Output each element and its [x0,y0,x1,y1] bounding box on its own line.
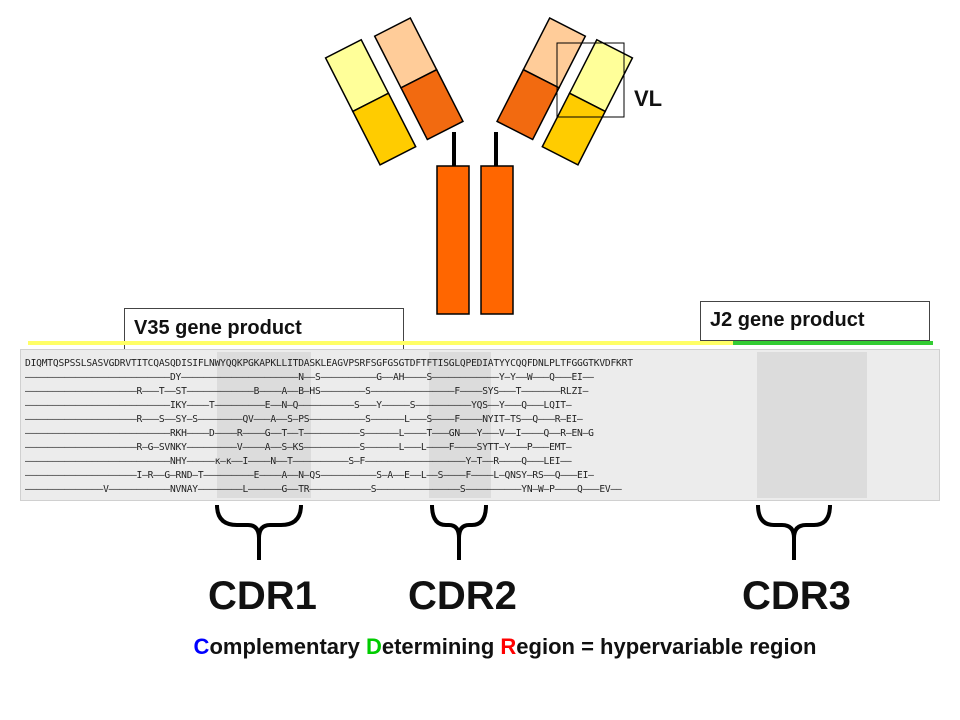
sequence-line: ——————————————————————————DY————————————… [25,372,594,383]
sequence-line: ————————————————————R———S——SY—S————————Q… [25,414,583,425]
cdr2-label: CDR2 [408,574,517,618]
caption: Complementary Determining Region = hyper… [0,634,960,660]
cdr2-brace [430,504,488,560]
caption-r: R [500,634,517,659]
sequence-line: ——————————————————————————IKY————T——————… [25,400,572,411]
cdr1-brace [215,504,303,560]
left-light-chain [324,38,417,166]
cdr1-label: CDR1 [208,574,317,618]
sequence-line: ————————————————————I—R——G—RND—T————————… [25,470,594,481]
sequence-line: ——————————————————————————NHY—————κ—κ——I… [25,456,572,467]
sequence-line: DIQMTQSPSSLSASVGDRVTITCQASQDISIFLNWYQQKP… [25,358,633,369]
left-heavy-chain-fab [373,16,464,141]
caption-c: C [193,634,210,659]
sequence-line: ————————————————————R—G—SVNKY—————————V—… [25,442,572,453]
cdr2-shade [429,352,491,498]
sequence-line: ——————————————V———————————NVNAY————————L… [25,484,622,495]
caption-etermining: etermining [381,634,501,659]
right-heavy-chain-fab [496,16,587,141]
vl-label: VL [634,86,663,111]
caption-d: D [365,634,382,659]
vl-highlight-box [556,42,625,118]
antibody-diagram [324,16,634,315]
sequence-line: ————————————————————R———T——ST———————————… [25,386,589,397]
right-light-chain [541,38,634,166]
j2-gene-product-label: J2 gene product [700,301,930,341]
cdr-braces [215,504,832,560]
caption-rest: egion = hypervariable region [516,634,817,659]
cdr3-brace [756,504,832,560]
j-segment-bar [733,341,933,345]
v-segment-bar [28,341,733,345]
sequence-alignment-panel: DIQMTQSPSSLSASVGDRVTITCQASQDISIFLNWYQQKP… [20,349,940,501]
sequence-line: ——————————————————————————RKH————D————R—… [25,428,594,439]
cdr3-label: CDR3 [742,574,851,618]
cdr1-shade [217,352,311,498]
left-fc-chain [436,165,470,315]
cdr3-shade [757,352,867,498]
caption-omplementary: omplementary [209,634,366,659]
right-fc-chain [480,165,514,315]
